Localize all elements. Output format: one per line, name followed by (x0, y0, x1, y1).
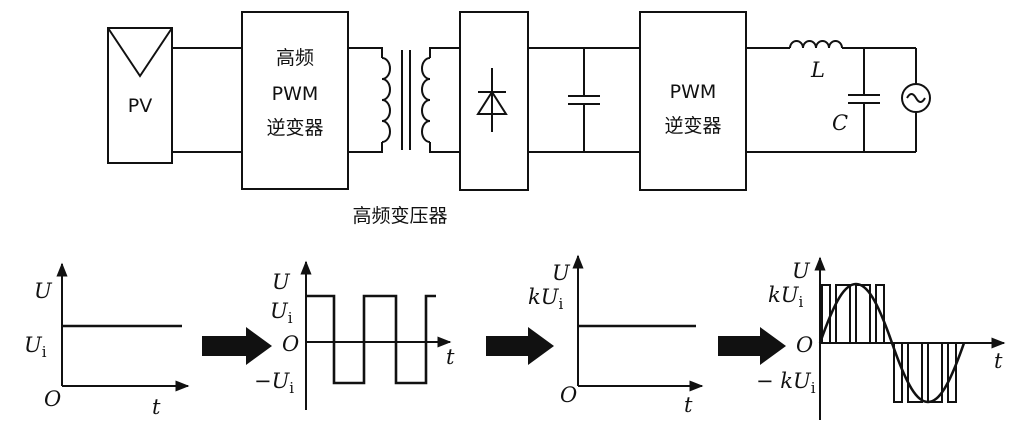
t-axis-label: t (446, 345, 455, 369)
origin-label: O (560, 383, 577, 407)
rectifier-block (459, 11, 529, 191)
arrow-right-icon (486, 327, 554, 365)
origin-label: O (282, 332, 299, 356)
origin-label: O (44, 387, 61, 411)
arrow-right-icon (718, 327, 786, 365)
level-label: Ui (270, 299, 293, 327)
inductor-label: L (810, 58, 825, 82)
hf-inverter-label-2: PWM (272, 83, 319, 105)
wire (348, 142, 383, 153)
circuit-diagram (107, 11, 931, 191)
neg-level-label: −Ui (254, 369, 294, 397)
y-axis-label: U (34, 279, 53, 303)
inductor (789, 40, 843, 49)
pwm-inverter-label-1: PWM (670, 81, 717, 103)
transformer-caption: 高频变压器 (352, 205, 447, 227)
graph-hf-square-wave: U Ui O −Ui t (254, 260, 455, 410)
level-label: kUi (768, 283, 803, 311)
level-label: Ui (24, 333, 47, 361)
output-capacitor (848, 48, 880, 152)
graph-dc-bus: U kUi O t (528, 254, 704, 417)
hf-inverter-label-3: 逆变器 (266, 117, 323, 139)
hf-pwm-inverter-block (241, 11, 349, 190)
dc-link-capacitor (568, 48, 600, 152)
hf-inverter-label-1: 高频 (276, 47, 314, 69)
pv-label: PV (128, 95, 152, 117)
t-axis-label: t (994, 349, 1003, 373)
diode-icon (476, 68, 508, 132)
wire (429, 47, 460, 58)
graph-dc-input: U Ui O t (24, 262, 190, 419)
sine-fundamental (818, 282, 966, 404)
wire (429, 142, 460, 153)
ac-source-icon (901, 48, 931, 152)
arrow-right-icon (202, 327, 272, 365)
y-axis-label: U (272, 270, 291, 294)
pv-module (107, 27, 173, 164)
hf-transformer (381, 50, 431, 150)
pwm-inverter-block (639, 11, 747, 191)
origin-label: O (796, 333, 813, 357)
pwm-inverter-label-2: 逆变器 (664, 115, 721, 137)
t-axis-label: t (152, 395, 161, 419)
square-wave (306, 294, 436, 385)
neg-level-label: − kUi (756, 369, 816, 397)
level-label: kUi (528, 285, 563, 313)
wire (348, 47, 383, 58)
y-axis-label: U (792, 259, 811, 283)
capacitor-label: C (832, 111, 848, 135)
y-axis-label: U (552, 261, 571, 285)
t-axis-label: t (684, 393, 693, 417)
graph-spwm-output: U kUi O − kUi t (756, 256, 1006, 420)
